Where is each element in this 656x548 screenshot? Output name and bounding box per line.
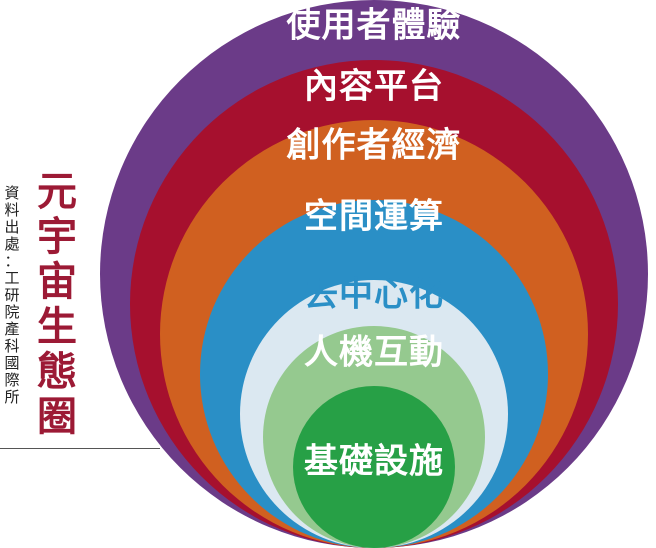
source-note: 資料出處：工研院產科國際所 [3, 185, 21, 406]
layer-circle-infrastructure [293, 386, 455, 548]
source-char: 研 [4, 286, 20, 304]
diagram-title: 元宇宙生態圈 [34, 170, 80, 440]
layer-circles [100, 0, 648, 548]
source-char: 處 [4, 235, 20, 253]
layer-label-infrastructure: 基礎設施 [304, 442, 444, 482]
source-char: 工 [4, 269, 20, 287]
source-char: 料 [4, 201, 20, 219]
title-char: 宙 [37, 259, 77, 305]
source-char: 院 [4, 303, 20, 321]
title-char: 宇 [37, 214, 77, 260]
source-char: 所 [4, 388, 20, 406]
source-char: 出 [4, 218, 20, 236]
source-char: ： [4, 252, 20, 270]
layer-label-creator-economy: 創作者經濟 [287, 126, 462, 166]
layer-label-spatial-computing: 空間運算 [304, 197, 444, 237]
source-char: 資 [4, 184, 20, 202]
title-divider [0, 448, 160, 449]
title-char: 生 [37, 304, 77, 350]
title-char: 態 [37, 349, 77, 395]
title-char: 元 [37, 169, 77, 215]
layer-label-content-platform: 內容平台 [304, 67, 444, 107]
layer-label-decentralization: 去中心化 [304, 275, 444, 315]
source-char: 產 [4, 320, 20, 338]
source-char: 科 [4, 337, 20, 355]
source-char: 際 [4, 371, 20, 389]
title-char: 圈 [37, 394, 77, 440]
source-char: 國 [4, 354, 20, 372]
layer-label-user-experience: 使用者體驗 [286, 6, 462, 46]
layer-label-human-machine-interaction: 人機互動 [304, 333, 444, 373]
